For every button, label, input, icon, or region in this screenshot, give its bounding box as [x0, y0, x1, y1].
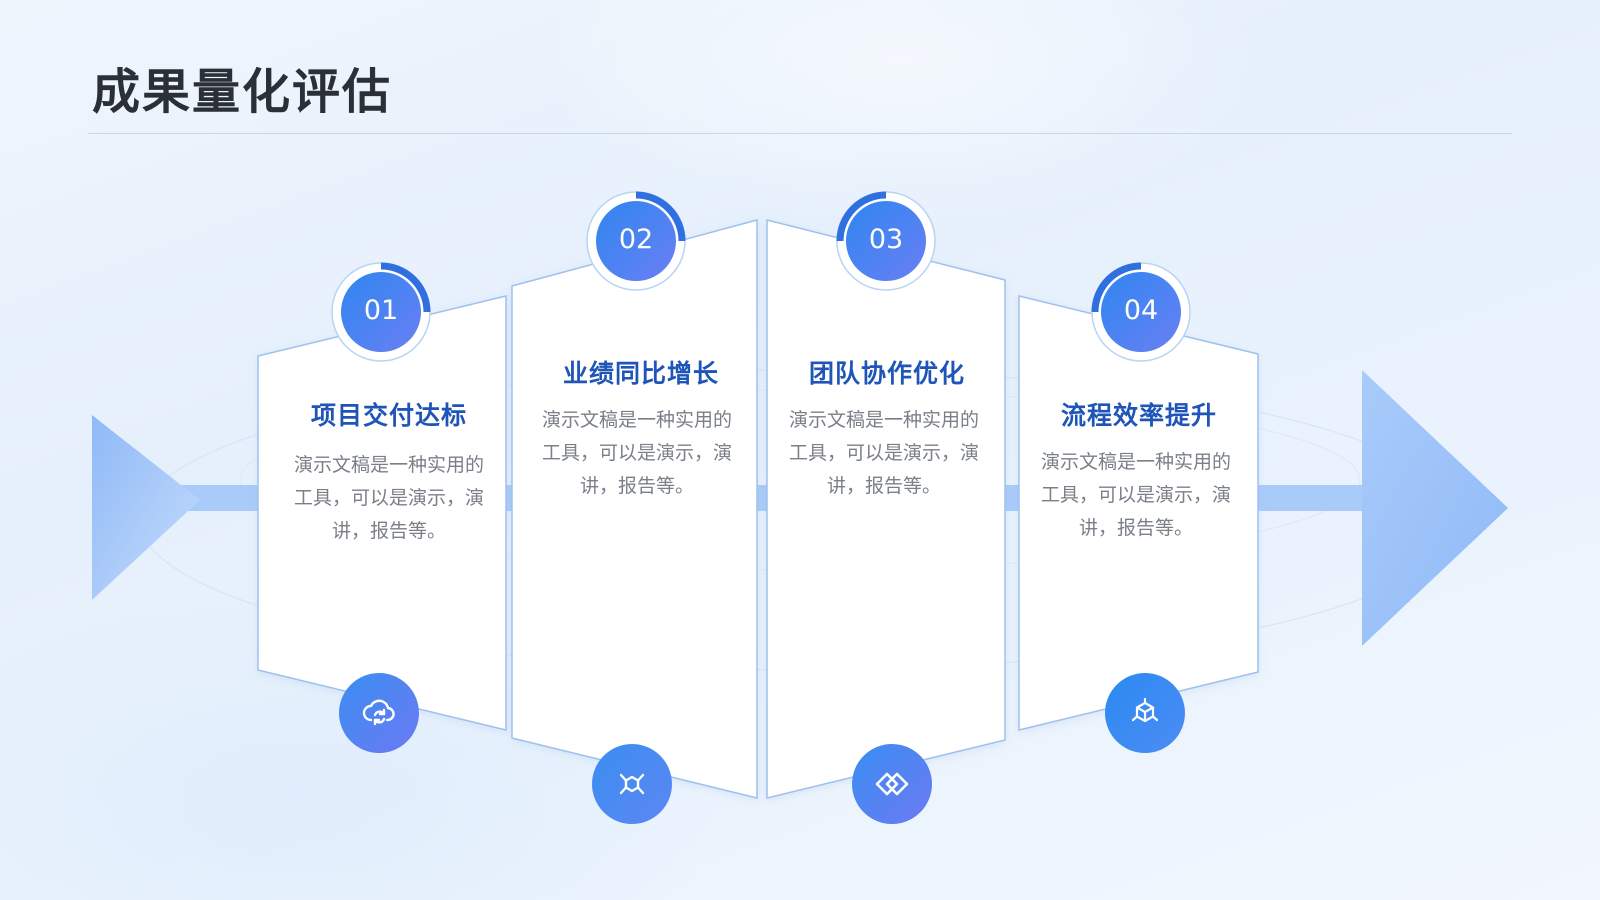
badge-03: [836, 191, 936, 291]
card-title-04: 流程效率提升: [1060, 401, 1217, 430]
badge-02: [586, 191, 686, 291]
card-desc-04: 演示文稿是一种实用的工具，可以是演示，演讲，报告等。: [1040, 451, 1231, 539]
page-title: 成果量化评估: [92, 64, 393, 120]
card-desc-02: 演示文稿是一种实用的工具，可以是演示，演讲，报告等。: [541, 409, 732, 497]
left-arrowhead: [92, 415, 200, 600]
badge-04: [1091, 262, 1191, 362]
card-title-03: 团队协作优化: [808, 359, 965, 388]
badge-number-02: 02: [618, 224, 654, 255]
linked-diamonds-icon[interactable]: [852, 744, 932, 824]
card-desc-01: 演示文稿是一种实用的工具，可以是演示，演讲，报告等。: [293, 454, 484, 542]
badge-01: [331, 262, 431, 362]
molecule-network-icon[interactable]: [592, 744, 672, 824]
cube-network-icon[interactable]: [1105, 673, 1185, 753]
badge-number-03: 03: [868, 224, 904, 255]
badge-number-01: 01: [363, 295, 399, 326]
card-03: [766, 219, 1006, 799]
card-02: [511, 219, 758, 799]
card-title-02: 业绩同比增长: [562, 359, 719, 388]
card-title-01: 项目交付达标: [310, 401, 467, 430]
right-arrowhead: [1362, 370, 1508, 646]
card-desc-03: 演示文稿是一种实用的工具，可以是演示，演讲，报告等。: [788, 409, 979, 497]
cloud-refresh-icon[interactable]: [339, 673, 419, 753]
title-divider: [88, 133, 1512, 134]
badge-number-04: 04: [1123, 295, 1159, 326]
